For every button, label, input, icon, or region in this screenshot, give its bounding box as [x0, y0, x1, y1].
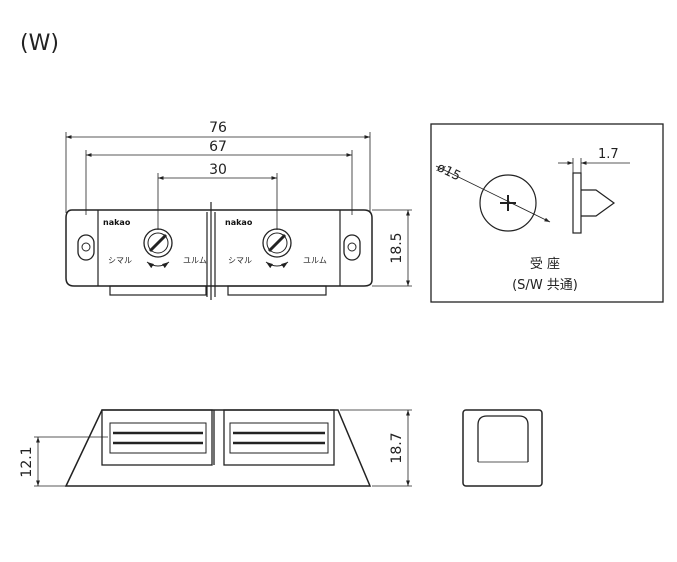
dim-center: 30: [209, 162, 227, 178]
dim-overall-height: 18.7: [389, 432, 405, 463]
label-tighten-left: シマル: [108, 256, 132, 265]
end-recess: [477, 415, 529, 462]
dim-thickness: 1.7: [598, 147, 619, 162]
strike-label: 受 座: [530, 257, 560, 272]
strike-plate-circle: [479, 174, 537, 232]
variant-title: (W): [20, 31, 59, 56]
dim-line-diameter: [435, 165, 551, 223]
dim-mounting: 67: [209, 139, 227, 155]
magnet-bottom-left: [109, 285, 207, 296]
magnet-bottom-right: [227, 285, 327, 296]
end-view: [462, 409, 543, 487]
side-view: [34, 409, 412, 487]
adjust-screw-right: [262, 228, 292, 258]
strike-label-common: (S/W 共通): [512, 278, 578, 293]
adjust-screw-left: [143, 228, 173, 258]
side-body: [64, 409, 372, 487]
rotate-arrow-right: [265, 261, 289, 269]
magnet-housing-left: [101, 409, 213, 466]
dim-overall: 76: [209, 120, 227, 136]
label-tighten-right: シマル: [228, 256, 252, 265]
magnet-housing-right: [223, 409, 335, 466]
brand-logo-right: nakao: [225, 218, 253, 227]
strike-plate-detail: [430, 123, 664, 303]
strike-screw-profile: [581, 189, 616, 217]
dim-diameter: ø15: [434, 160, 463, 184]
mounting-hole-left: [77, 234, 95, 261]
end-body: [462, 409, 543, 487]
catch-body: [65, 209, 373, 287]
strike-plate-profile: [572, 172, 582, 234]
brand-logo-left: nakao: [103, 218, 131, 227]
rotate-arrow-left: [146, 261, 170, 269]
mounting-hole-right: [343, 234, 361, 261]
label-loosen-left: ユルム: [183, 256, 207, 265]
dim-inner-height: 12.1: [19, 446, 35, 477]
label-loosen-right: ユルム: [303, 256, 327, 265]
dim-height: 18.5: [389, 232, 405, 263]
top-view: [65, 132, 412, 300]
